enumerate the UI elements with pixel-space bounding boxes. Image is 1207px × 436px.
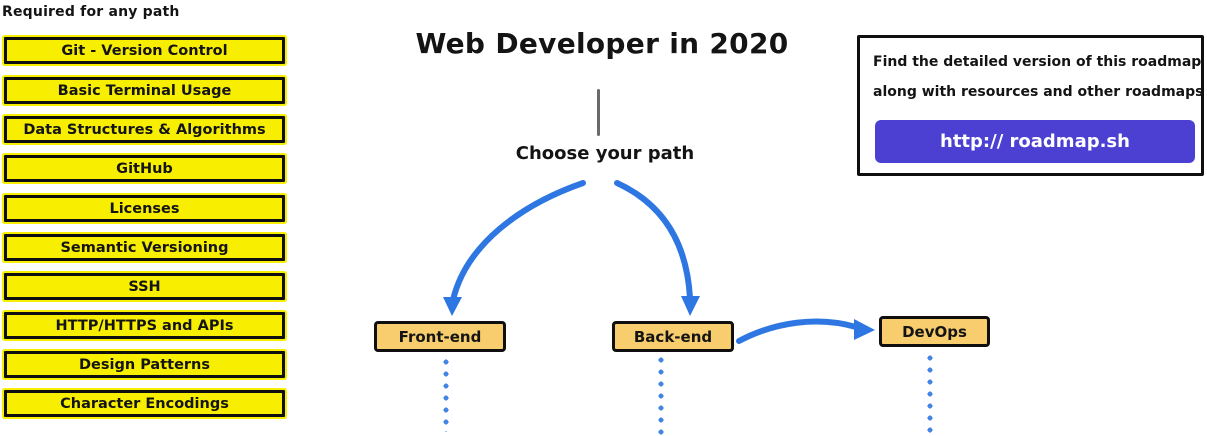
roadmap-url-button[interactable]: http:// roadmap.sh [875, 120, 1195, 163]
backend-to-devops-arrow-icon [736, 318, 875, 344]
fork-arrow-right-icon [614, 180, 700, 316]
node-backend[interactable]: Back-end [612, 321, 734, 352]
dotted-connector-devops [927, 354, 933, 436]
sidebar-heading: Required for any path [2, 4, 180, 20]
info-text-line2: along with resources and other roadmaps [873, 84, 1204, 100]
sidebar-item-ssh[interactable]: SSH [4, 273, 285, 300]
node-frontend[interactable]: Front-end [374, 321, 506, 352]
sidebar-item-char-encodings[interactable]: Character Encodings [4, 390, 285, 417]
roadmap-info-box: Find the detailed version of this roadma… [857, 35, 1204, 176]
sidebar-item-http[interactable]: HTTP/HTTPS and APIs [4, 312, 285, 339]
sidebar-item-design-patterns[interactable]: Design Patterns [4, 351, 285, 378]
sidebar-item-git[interactable]: Git - Version Control [4, 37, 285, 64]
title-connector-line [597, 89, 600, 136]
dotted-connector-frontend [443, 358, 449, 432]
node-devops[interactable]: DevOps [879, 316, 990, 347]
fork-arrow-left-icon [443, 180, 586, 316]
sidebar-item-data-structures[interactable]: Data Structures & Algorithms [4, 116, 285, 143]
choose-path-label: Choose your path [515, 143, 695, 164]
dotted-connector-backend [658, 356, 664, 436]
page-title: Web Developer in 2020 [415, 27, 789, 60]
sidebar-item-github[interactable]: GitHub [4, 155, 285, 182]
sidebar-item-semver[interactable]: Semantic Versioning [4, 234, 285, 261]
info-text-line1: Find the detailed version of this roadma… [873, 54, 1202, 70]
sidebar-item-terminal[interactable]: Basic Terminal Usage [4, 77, 285, 104]
sidebar-item-licenses[interactable]: Licenses [4, 195, 285, 222]
